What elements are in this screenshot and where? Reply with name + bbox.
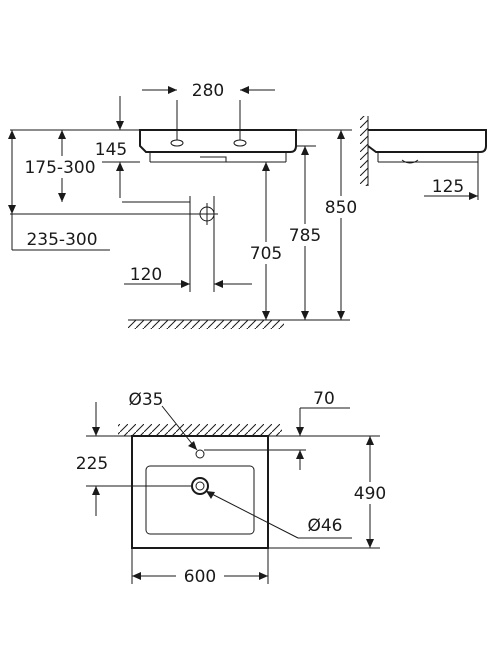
- dim-785-arrowhead-top: [301, 146, 309, 155]
- dim-120-arrowhead-right: [214, 280, 223, 288]
- dim-280-arrowhead-right: [240, 86, 249, 94]
- end-elevation-view: 125: [360, 116, 487, 200]
- dim-850-arrowhead-bottom: [337, 311, 345, 320]
- dim-600-label-bg: [176, 564, 224, 586]
- dim-tap-height-range: 175-300: [24, 158, 95, 178]
- dim-175-300-arrowhead-bottom: [58, 193, 66, 202]
- dim-280-arrowhead-left: [168, 86, 177, 94]
- end-outlet-curve: [401, 159, 419, 164]
- overflow-outlet: [200, 156, 227, 162]
- wall-hatch: [360, 116, 368, 186]
- dim-o46-arrowhead: [206, 491, 215, 499]
- dim-waste-offset: 120: [130, 265, 162, 285]
- dim-rim-height: 850: [325, 198, 357, 218]
- dim-tap-hole-spacing: 280: [192, 81, 224, 101]
- dim-tap-hole-diameter: Ø35: [128, 390, 163, 410]
- dim-o35-leader: [161, 405, 198, 451]
- dim-basin-bottom-height: 785: [289, 226, 321, 246]
- plan-tap-hole: [195, 449, 205, 459]
- dim-125-arrowhead: [469, 192, 478, 200]
- dim-145-arrowhead-top: [116, 121, 124, 130]
- dim-end-depth: 125: [432, 177, 464, 197]
- dim-850-label-bg: [321, 196, 361, 218]
- dim-145-arrowhead-bottom: [116, 162, 124, 171]
- plan-waste-inner: [195, 481, 205, 491]
- dim-850-arrowhead-top: [337, 130, 345, 139]
- dim-490-arrowhead-bottom: [366, 539, 374, 548]
- dim-70-arrowhead-bottom: [296, 450, 304, 459]
- dim-120-arrowhead-left: [181, 280, 190, 288]
- dim-175-300-label-bg: [24, 156, 102, 178]
- dim-600-arrowhead-right: [259, 572, 268, 580]
- dim-235-300-arrowhead-top: [8, 130, 16, 139]
- basin-side-profile: [139, 129, 297, 153]
- plan-waste-outer: [191, 477, 209, 495]
- tap-hole-left: [170, 139, 184, 147]
- dim-225-arrowhead-top: [92, 427, 100, 436]
- tap-hole-right: [233, 139, 247, 147]
- dim-tap-hole-offset: 70: [313, 389, 335, 409]
- dim-225-arrowhead-bottom: [92, 486, 100, 495]
- dim-basin-width: 600: [184, 567, 216, 587]
- dim-705-label-bg: [246, 242, 286, 264]
- dim-600-arrowhead-left: [132, 572, 141, 580]
- dim-490-label-bg: [348, 482, 392, 504]
- dim-o46-leader: [205, 490, 299, 539]
- dim-705-arrowhead-top: [262, 162, 270, 171]
- dim-waste-distance: 225: [76, 454, 108, 474]
- dim-785-arrowhead-bottom: [301, 311, 309, 320]
- dim-705-arrowhead-bottom: [262, 311, 270, 320]
- basin-plan-outline: [131, 435, 269, 549]
- dim-490-arrowhead-top: [366, 436, 374, 445]
- dim-basin-depth: 490: [354, 484, 386, 504]
- bowl-outline: [145, 465, 255, 535]
- plan-wall-hatch: [118, 424, 282, 436]
- dim-785-label-bg: [285, 224, 325, 246]
- dim-waste-height-range: 235-300: [26, 230, 97, 250]
- dim-175-300-arrowhead-top: [58, 130, 66, 139]
- dim-basin-height: 145: [95, 140, 127, 160]
- dim-o35-arrowhead: [188, 441, 197, 450]
- basin-end-profile: [367, 129, 487, 153]
- dim-waste-outlet-height: 705: [250, 244, 282, 264]
- dim-waste-diameter: Ø46: [307, 516, 342, 536]
- dim-70-arrowhead-top: [296, 427, 304, 436]
- floor-hatch: [128, 320, 284, 329]
- dim-235-300-arrowhead-bottom: [8, 205, 16, 214]
- side-elevation-view: 280 145 175-300 235-300: [8, 81, 361, 329]
- plan-view: Ø35 70 225 490 Ø46: [76, 389, 392, 587]
